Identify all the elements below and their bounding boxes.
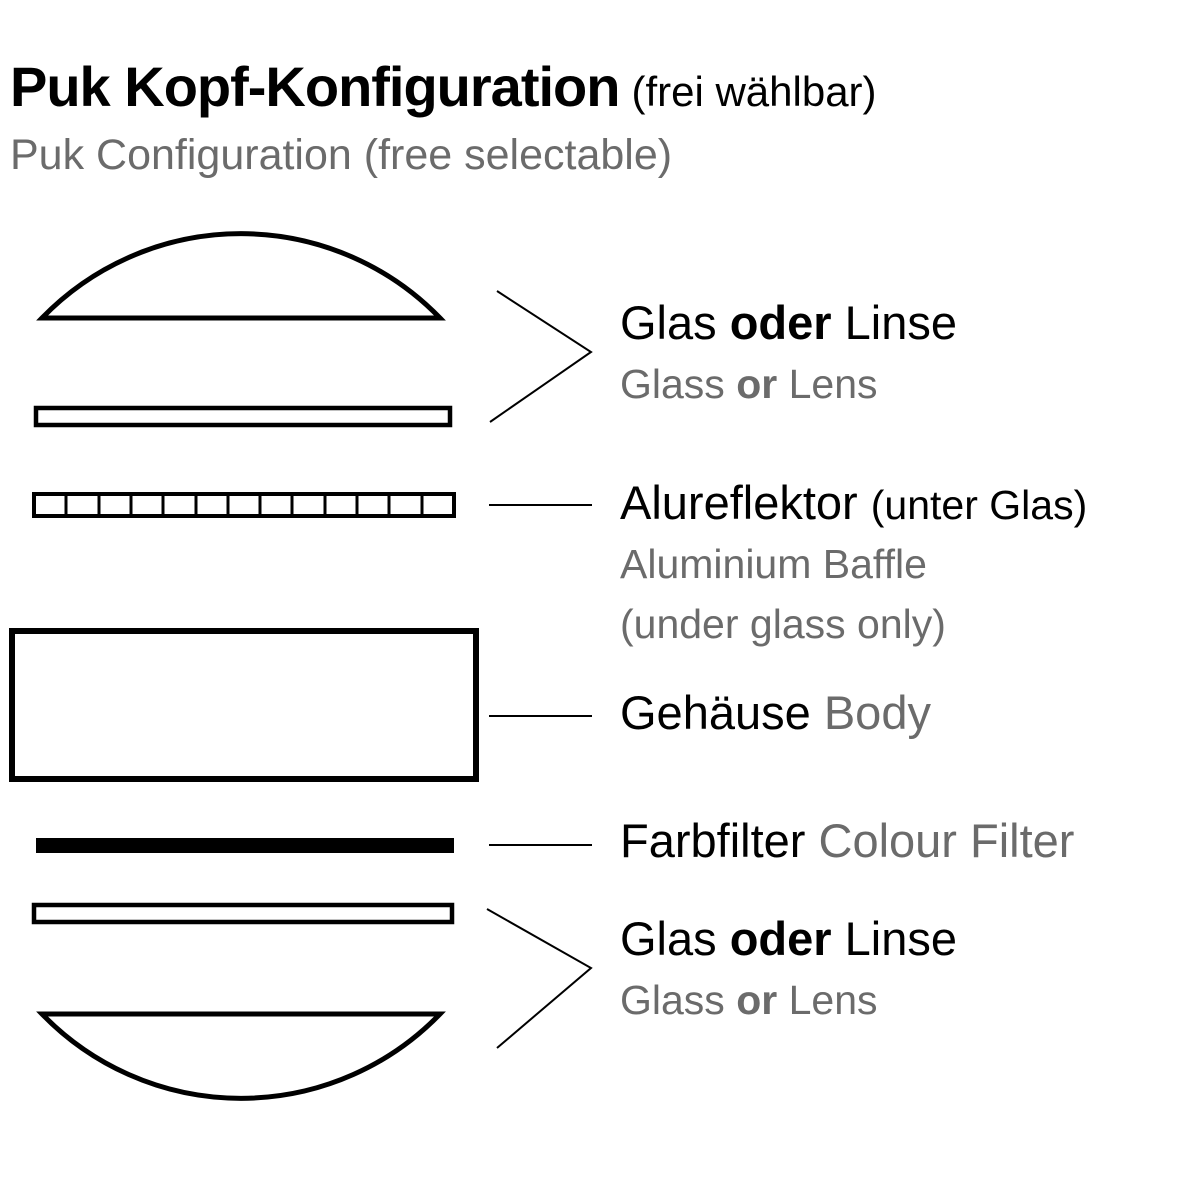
page-title-note: (frei wählbar) [631, 68, 877, 115]
filter-de-text: Farbfilter [620, 814, 806, 867]
page-subtitle: Puk Configuration (free selectable) [10, 131, 673, 179]
glass-bottom-de-word2: oder [729, 912, 832, 965]
label-glass-top-de: Glas oder Linse [620, 296, 957, 351]
glass-bottom-de-word1: Glas [620, 912, 717, 965]
glass-pane-top-shape [33, 405, 453, 428]
label-glass-bottom: Glas oder Linse Glass or Lens [620, 912, 957, 1027]
page-title: Puk Kopf-Konfiguration(frei wählbar) [10, 54, 877, 119]
glass-top-en-word3: Lens [788, 360, 878, 407]
body-de-text: Gehäuse [620, 686, 811, 739]
body-en-text: Body [823, 686, 931, 739]
label-baffle: Alureflektor (unter Glas) Aluminium Baff… [620, 476, 1087, 651]
colour-filter-shape [36, 838, 454, 853]
glass-bottom-en-word2: or [736, 976, 778, 1023]
label-filter: Farbfilter Colour Filter [620, 814, 1074, 869]
baffle-segments [64, 494, 424, 516]
label-body-line: Gehäuse Body [620, 686, 931, 741]
aluminium-baffle-shape [32, 492, 456, 518]
baffle-outline [32, 492, 456, 518]
baffle-de-note: (unter Glas) [870, 482, 1088, 528]
leader-bracket-glass-bottom [486, 908, 593, 1049]
label-glass-top: Glas oder Linse Glass or Lens [620, 296, 957, 411]
label-glass-bottom-en: Glass or Lens [620, 974, 957, 1027]
page-title-de: Puk Kopf-Konfiguration [10, 55, 620, 118]
header: Puk Kopf-Konfiguration(frei wählbar) Puk… [10, 54, 877, 180]
label-filter-line: Farbfilter Colour Filter [620, 814, 1074, 869]
glass-bottom-en-word1: Glass [620, 976, 725, 1023]
glass-top-de-word3: Linse [844, 296, 957, 349]
glass-bottom-en-word3: Lens [788, 976, 878, 1023]
housing-body-shape [9, 628, 479, 782]
lens-dome-bottom-shape [36, 1011, 446, 1101]
lens-dome-top-shape [36, 231, 446, 321]
glass-pane-bottom-shape [31, 902, 455, 925]
label-baffle-de: Alureflektor (unter Glas) [620, 476, 1087, 531]
label-body: Gehäuse Body [620, 686, 931, 741]
label-baffle-en-note: (under glass only) [620, 600, 946, 647]
glass-top-de-word2: oder [729, 296, 832, 349]
glass-top-en-word2: or [736, 360, 778, 407]
label-baffle-en: Aluminium Baffle [620, 540, 927, 587]
label-glass-top-en: Glass or Lens [620, 358, 957, 411]
filter-en-text: Colour Filter [818, 814, 1075, 867]
glass-top-de-word1: Glas [620, 296, 717, 349]
baffle-de-text: Alureflektor [620, 476, 858, 529]
leader-bracket-glass-top [489, 290, 593, 423]
glass-top-en-word1: Glass [620, 360, 725, 407]
label-glass-bottom-de: Glas oder Linse [620, 912, 957, 967]
glass-bottom-de-word3: Linse [844, 912, 957, 965]
